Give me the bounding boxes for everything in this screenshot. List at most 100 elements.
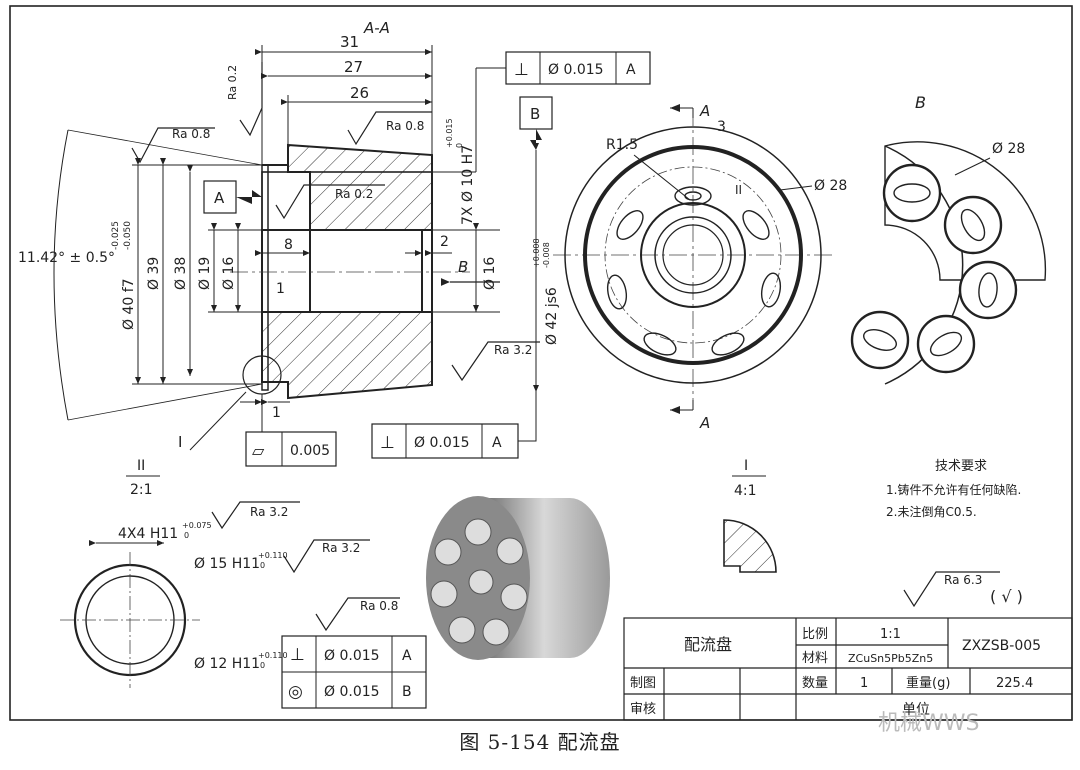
svg-text:0.005: 0.005 bbox=[290, 443, 330, 459]
figure-caption: 图 5-154 配流盘 bbox=[459, 730, 621, 754]
dim-phi42-tol-lower: -0.008 bbox=[542, 242, 551, 268]
ra-0.2-inner: Ra 0.2 bbox=[335, 187, 373, 201]
dim-27: 27 bbox=[344, 58, 363, 76]
dim-phi42: Ø 42 js6 bbox=[544, 287, 560, 345]
roughness-other: ( √ ) bbox=[990, 587, 1023, 606]
view-b-arrow-label: B bbox=[458, 258, 468, 276]
dim-phi39: Ø 39 bbox=[146, 257, 162, 290]
svg-text:⊥: ⊥ bbox=[290, 645, 305, 665]
dim-phi38: Ø 38 bbox=[173, 257, 189, 290]
title-qty-value: 1 bbox=[860, 676, 868, 691]
detail-spline-tol-upper: +0.075 bbox=[182, 521, 212, 530]
title-drawing-no: ZXZSB-005 bbox=[962, 638, 1041, 654]
section-arrow-a-bottom: A bbox=[699, 414, 710, 432]
tolerance-frame-detail: ⊥ Ø 0.015 A ◎ Ø 0.015 B bbox=[281, 635, 427, 709]
ra-0.2-top: Ra 0.2 bbox=[226, 65, 239, 100]
title-scale-value: 1:1 bbox=[880, 627, 901, 642]
tech-req-line2: 2.未注倒角C0.5. bbox=[886, 504, 977, 519]
ra-6.3-general: Ra 6.3 bbox=[944, 573, 982, 587]
detail-i-marker: I bbox=[178, 433, 182, 451]
dim-phi40: Ø 40 f7 bbox=[121, 278, 137, 330]
svg-text:Ø 0.015: Ø 0.015 bbox=[324, 648, 380, 664]
title-unit-label: 单位 bbox=[902, 702, 930, 718]
title-check-label: 审核 bbox=[630, 702, 656, 717]
detail-i-scale: 4:1 bbox=[734, 483, 757, 499]
title-weight-value: 225.4 bbox=[996, 676, 1033, 691]
ra-3.2-detail-b: Ra 3.2 bbox=[322, 541, 360, 555]
dim-1b: 1 bbox=[272, 405, 281, 421]
detail-i-title: I bbox=[744, 458, 748, 474]
dim-phi40-tol-lower: -0.050 bbox=[123, 221, 133, 250]
detail-spline-dim: 4X4 H11 bbox=[118, 526, 178, 542]
dim-phi28-viewb: Ø 28 bbox=[992, 141, 1025, 157]
ra-3.2-section: Ra 3.2 bbox=[494, 343, 532, 357]
svg-text:⊥: ⊥ bbox=[380, 433, 395, 453]
svg-text:Ø 0.015: Ø 0.015 bbox=[324, 684, 380, 700]
datum-b-letter: B bbox=[530, 105, 540, 123]
dim-31: 31 bbox=[340, 33, 359, 51]
section-hatch-lower bbox=[261, 311, 433, 400]
dim-phi16-right: Ø 16 bbox=[482, 257, 498, 290]
dim-holes: 7X Ø 10 H7 bbox=[460, 145, 476, 225]
dim-phi19: Ø 19 bbox=[197, 257, 213, 290]
drawing-frame bbox=[9, 5, 1073, 721]
dim-26: 26 bbox=[350, 84, 369, 102]
detail-phi15: Ø 15 H11 bbox=[194, 556, 260, 572]
title-drawn-label: 制图 bbox=[630, 676, 656, 691]
tech-req-line1: 1.铸件不允许有任何缺陷. bbox=[886, 482, 1021, 497]
detail-phi15-tol-upper: +0.110 bbox=[258, 551, 288, 560]
watermark: 机械WWS bbox=[878, 711, 980, 736]
detail-phi12-tol-upper: +0.110 bbox=[258, 651, 288, 660]
technical-requirements: 技术要求 1.铸件不允许有任何缺陷. 2.未注倒角C0.5. Ra 6.3 ( … bbox=[886, 459, 1023, 608]
svg-text:A: A bbox=[626, 62, 636, 78]
title-qty-label: 数量 bbox=[802, 676, 828, 691]
view-b: B Ø 28 bbox=[850, 93, 1047, 385]
dim-2: 2 bbox=[440, 234, 449, 250]
title-material-label: 材料 bbox=[802, 651, 828, 666]
3d-render bbox=[426, 496, 610, 660]
detail-ii-scale: 2:1 bbox=[130, 482, 153, 498]
dim-phi42-tol-upper: +0.008 bbox=[532, 238, 541, 268]
detail-phi12-tol-lower: 0 bbox=[260, 661, 265, 670]
detail-phi15-tol-lower: 0 bbox=[260, 561, 265, 570]
ra-0.8-left: Ra 0.8 bbox=[172, 127, 210, 141]
svg-text:⊥: ⊥ bbox=[514, 60, 529, 80]
detail-ii-view: II 2:1 4X4 H11 +0.075 0 Ø 15 H11 +0.110 … bbox=[60, 458, 427, 709]
svg-text:A: A bbox=[402, 648, 412, 664]
ra-0.8-detail: Ra 0.8 bbox=[360, 599, 398, 613]
dim-1a: 1 bbox=[276, 281, 285, 297]
svg-text:▱: ▱ bbox=[252, 441, 265, 460]
svg-text:Ø 0.015: Ø 0.015 bbox=[414, 435, 470, 451]
title-block bbox=[623, 617, 1073, 721]
tech-req-title: 技术要求 bbox=[935, 459, 987, 474]
svg-text:A: A bbox=[492, 435, 502, 451]
title-part-name: 配流盘 bbox=[684, 635, 732, 654]
datum-a-letter: A bbox=[214, 189, 225, 207]
dim-3: 3 bbox=[717, 119, 726, 135]
title-material-value: ZCuSn5Pb5Zn5 bbox=[848, 652, 933, 665]
engineering-drawing: I 31 27 26 A-A 8 2 1 1 bbox=[9, 5, 1073, 721]
ra-0.8-top: Ra 0.8 bbox=[386, 119, 424, 133]
detail-spline-tol-lower: 0 bbox=[184, 531, 189, 540]
section-label: A-A bbox=[363, 19, 390, 37]
svg-text:Ø 0.015: Ø 0.015 bbox=[548, 62, 604, 78]
dim-phi16-left: Ø 16 bbox=[221, 257, 237, 290]
title-scale-label: 比例 bbox=[802, 627, 828, 642]
dim-8: 8 bbox=[284, 237, 293, 253]
detail-i-view: I 4:1 bbox=[723, 458, 777, 573]
svg-text:B: B bbox=[402, 684, 412, 700]
tolerance-frame-top: ⊥ Ø 0.015 A bbox=[505, 51, 651, 85]
dim-holes-tol-upper: +0.015 bbox=[445, 118, 454, 148]
front-view: R1.5 3 Ø 28 II A A bbox=[553, 102, 847, 432]
section-view-a-a: I 31 27 26 A-A 8 2 1 1 bbox=[18, 19, 651, 467]
dim-phi28-front: Ø 28 bbox=[814, 178, 847, 194]
view-b-title: B bbox=[915, 93, 926, 112]
detail-ii-title: II bbox=[137, 458, 145, 474]
title-weight-label: 重量(g) bbox=[906, 675, 950, 691]
detail-ii-marker: II bbox=[735, 183, 742, 197]
tolerance-frame-bottom: ⊥ Ø 0.015 A bbox=[371, 392, 537, 459]
detail-phi12: Ø 12 H11 bbox=[194, 656, 260, 672]
dim-holes-tol-lower: 0 bbox=[455, 143, 464, 148]
dim-phi40-tol-upper: -0.025 bbox=[111, 221, 121, 250]
section-arrow-a-top: A bbox=[699, 102, 710, 120]
